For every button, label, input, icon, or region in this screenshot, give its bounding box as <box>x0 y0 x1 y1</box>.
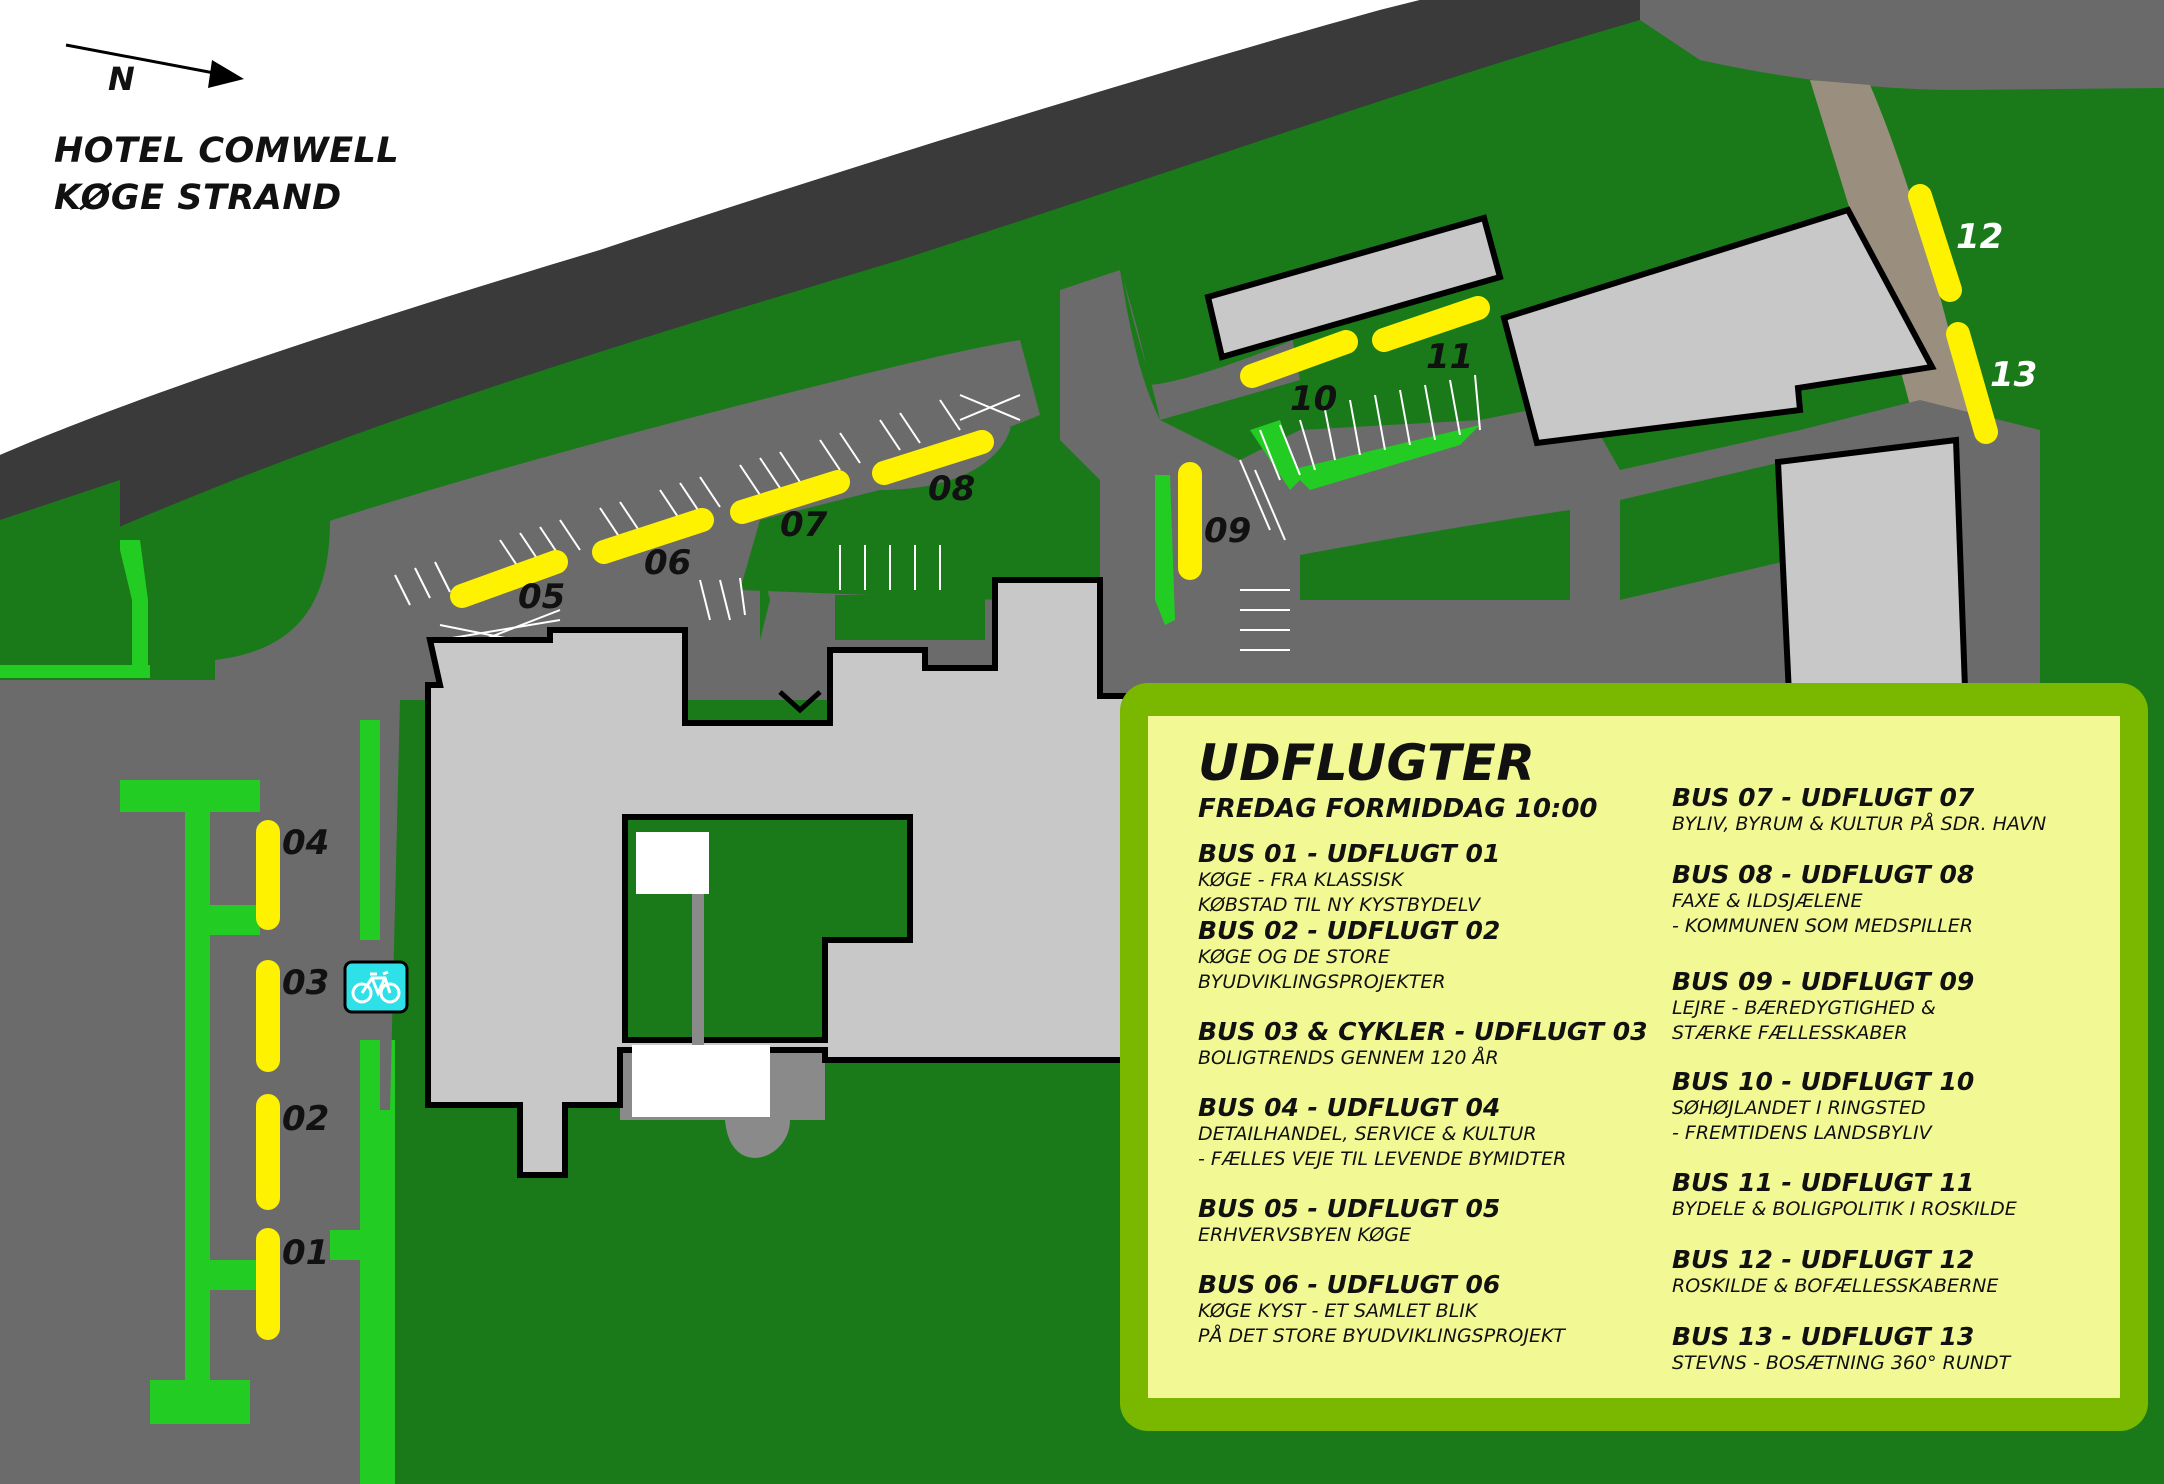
excursion-desc: BYLIV, BYRUM & KULTUR PÅ SDR. HAVN <box>1672 813 2047 835</box>
excursion-heading: BUS 11 - UDFLUGT 11 <box>1672 1168 1975 1197</box>
excursion-bus-03: BUS 03 & CYKLER - UDFLUGT 03 BOLIGTRENDS… <box>1198 1018 1658 1071</box>
excursion-desc: KØBSTAD TIL NY KYSTBYDELV <box>1198 894 1481 916</box>
stop-label-04: 04 <box>282 823 329 863</box>
excursion-desc: ERHVERVSBYEN KØGE <box>1198 1224 1411 1246</box>
excursion-desc: SØHØJLANDET I RINGSTED <box>1672 1097 1926 1119</box>
excursion-desc: KØGE KYST - ET SAMLET BLIK <box>1198 1300 1478 1322</box>
stop-label-12: 12 <box>1956 217 2003 257</box>
stop-label-10: 10 <box>1290 379 1337 419</box>
entrance-icon <box>778 690 822 714</box>
excursion-desc: BYUDVIKLINGSPROJEKTER <box>1198 971 1446 993</box>
excursion-heading: BUS 08 - UDFLUGT 08 <box>1672 860 1975 889</box>
stop-label-07: 07 <box>780 505 828 545</box>
excursion-heading: BUS 03 & CYKLER - UDFLUGT 03 <box>1198 1017 1648 1046</box>
excursion-desc: BOLIGTRENDS GENNEM 120 ÅR <box>1198 1047 1499 1069</box>
parking-stripes <box>394 374 1481 651</box>
excursion-heading: BUS 13 - UDFLUGT 13 <box>1672 1322 1975 1351</box>
excursion-heading: BUS 09 - UDFLUGT 09 <box>1672 967 1975 996</box>
north-arrow-icon <box>65 43 244 88</box>
excursion-desc: BYDELE & BOLIGPOLITIK I ROSKILDE <box>1672 1198 2017 1220</box>
excursion-heading: BUS 01 - UDFLUGT 01 <box>1198 839 1501 868</box>
excursion-desc: FAXE & ILDSJÆLENE <box>1672 890 1863 912</box>
excursion-desc: LEJRE - BÆREDYGTIGHED & <box>1672 997 1936 1019</box>
excursion-desc: - FÆLLES VEJE TIL LEVENDE BYMIDTER <box>1198 1148 1567 1170</box>
excursion-heading: BUS 04 - UDFLUGT 04 <box>1198 1093 1501 1122</box>
panel-subtitle: FREDAG FORMIDDAG 10:00 <box>1198 794 1598 824</box>
excursion-bus-06: BUS 06 - UDFLUGT 06 KØGE KYST - ET SAMLE… <box>1198 1271 1658 1349</box>
excursion-bus-08: BUS 08 - UDFLUGT 08 FAXE & ILDSJÆLENE - … <box>1672 861 2132 939</box>
north-road <box>1640 0 2164 90</box>
excursion-heading: BUS 06 - UDFLUGT 06 <box>1198 1270 1501 1299</box>
excursion-bus-10: BUS 10 - UDFLUGT 10 SØHØJLANDET I RINGST… <box>1672 1068 2132 1146</box>
map-title: HOTEL COMWELL KØGE STRAND <box>54 128 399 222</box>
excursion-desc: - KOMMUNEN SOM MEDSPILLER <box>1672 915 1973 937</box>
stop-label-08: 08 <box>928 469 975 509</box>
stop-label-11: 11 <box>1426 337 1473 377</box>
bus-stops <box>256 184 1998 1340</box>
stop-label-13: 13 <box>1990 355 2037 395</box>
parking-divider <box>120 780 260 1424</box>
excursion-heading: BUS 05 - UDFLUGT 05 <box>1198 1194 1501 1223</box>
excursion-desc: - FREMTIDENS LANDSBYLIV <box>1672 1122 1932 1144</box>
east-building-south <box>1774 436 1970 719</box>
excursion-desc: KØGE OG DE STORE <box>1198 946 1390 968</box>
excursion-bus-09: BUS 09 - UDFLUGT 09 LEJRE - BÆREDYGTIGHE… <box>1672 968 2132 1046</box>
coastal-road <box>0 0 1640 580</box>
stop-label-05: 05 <box>518 577 565 617</box>
sea-area <box>0 0 1420 455</box>
title-line-1: HOTEL COMWELL <box>54 131 400 171</box>
excursion-heading: BUS 02 - UDFLUGT 02 <box>1198 916 1501 945</box>
excursion-heading: BUS 07 - UDFLUGT 07 <box>1672 783 1975 812</box>
excursion-desc: PÅ DET STORE BYUDVIKLINGSPROJEKT <box>1198 1325 1566 1347</box>
bicycle-icon <box>343 960 409 1014</box>
stop-label-06: 06 <box>644 543 691 583</box>
courtyard-pavilion <box>632 1045 770 1117</box>
excursion-heading: BUS 12 - UDFLUGT 12 <box>1672 1245 1975 1274</box>
stop-label-01: 01 <box>282 1233 329 1273</box>
excursion-bus-12: BUS 12 - UDFLUGT 12 ROSKILDE & BOFÆLLESS… <box>1672 1246 2132 1299</box>
excursion-desc: STEVNS - BOSÆTNING 360° RUNDT <box>1672 1352 2011 1374</box>
excursion-desc: DETAILHANDEL, SERVICE & KULTUR <box>1198 1123 1537 1145</box>
excursion-bus-11: BUS 11 - UDFLUGT 11 BYDELE & BOLIGPOLITI… <box>1672 1169 2132 1222</box>
excursion-bus-02: BUS 02 - UDFLUGT 02 KØGE OG DE STORE BYU… <box>1198 917 1658 995</box>
excursion-bus-07: BUS 07 - UDFLUGT 07 BYLIV, BYRUM & KULTU… <box>1672 784 2132 837</box>
east-building-large <box>1500 206 1937 447</box>
excursion-bus-05: BUS 05 - UDFLUGT 05 ERHVERVSBYEN KØGE <box>1198 1195 1658 1248</box>
excursion-bus-01: BUS 01 - UDFLUGT 01 KØGE - FRA KLASSISK … <box>1198 840 1658 918</box>
excursion-bus-13: BUS 13 - UDFLUGT 13 STEVNS - BOSÆTNING 3… <box>1672 1323 2132 1376</box>
excursion-heading: BUS 10 - UDFLUGT 10 <box>1672 1067 1975 1096</box>
east-building-small <box>1204 214 1504 361</box>
title-line-2: KØGE STRAND <box>54 178 342 218</box>
excursion-desc: ROSKILDE & BOFÆLLESSKABERNE <box>1672 1275 1999 1297</box>
courtyard-structure <box>636 832 709 894</box>
stop-label-03: 03 <box>282 963 329 1003</box>
stop-label-02: 02 <box>282 1099 329 1139</box>
panel-title: UDFLUGTER <box>1198 734 1536 792</box>
excursion-desc: KØGE - FRA KLASSISK <box>1198 869 1404 891</box>
excursions-panel: UDFLUGTER FREDAG FORMIDDAG 10:00 BUS 01 … <box>1148 716 2120 1398</box>
stop-label-09: 09 <box>1204 511 1251 551</box>
north-label: N <box>108 60 135 98</box>
excursion-bus-04: BUS 04 - UDFLUGT 04 DETAILHANDEL, SERVIC… <box>1198 1094 1658 1172</box>
excursion-desc: STÆRKE FÆLLESSKABER <box>1672 1022 1908 1044</box>
